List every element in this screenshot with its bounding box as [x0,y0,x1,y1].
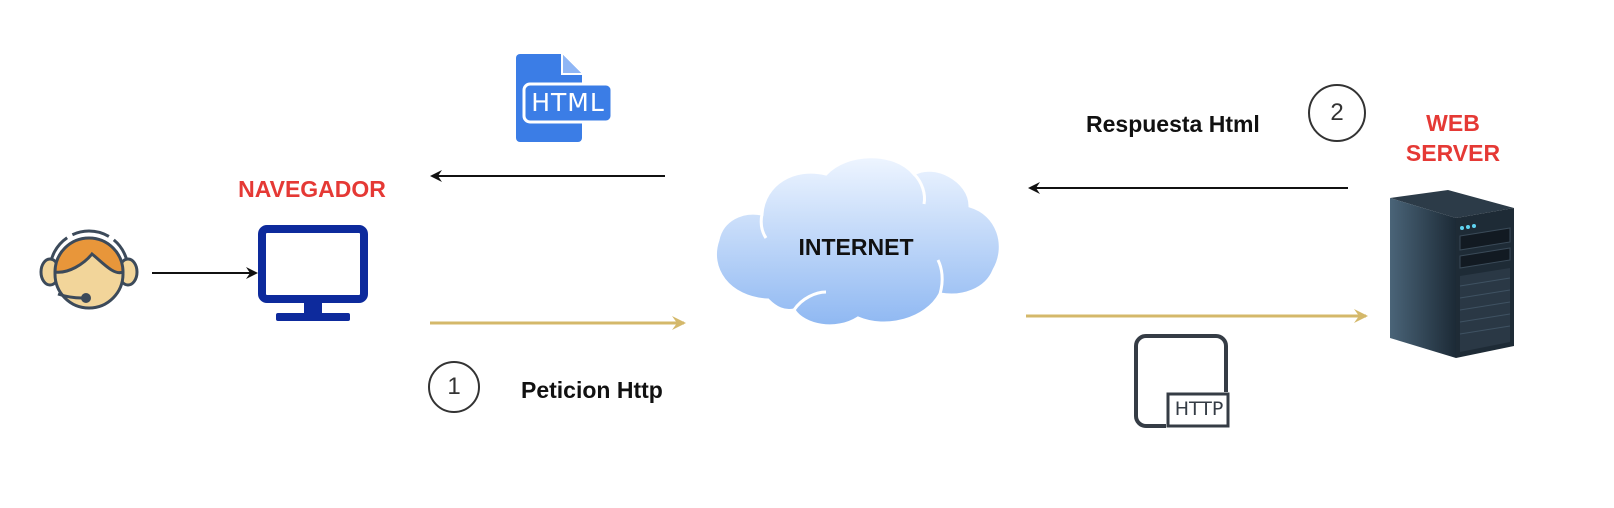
internet-node: INTERNET [708,148,1004,330]
server-label-line1: WEB [1426,110,1480,136]
cloud-icon [713,155,1002,328]
html-file-icon [516,54,614,142]
browser-node [258,225,368,325]
step-1-badge: 1 [428,361,480,413]
server-tower-icon [1390,190,1514,358]
internet-label: INTERNET [798,234,914,260]
step-2-label: Respuesta Html [1086,111,1260,137]
monitor-icon [258,225,368,321]
browser-label: NAVEGADOR [238,176,386,202]
http-document-icon [1134,334,1230,428]
http-document-label: HTTP [1174,398,1224,420]
server-label-line2: SERVER [1405,140,1501,166]
html-document: HTML [512,50,616,142]
http-document: HTTP [1130,330,1234,432]
step-1-label: Peticion Http [521,377,663,403]
support-agent-icon [39,229,139,310]
html-document-label: HTML [531,88,605,117]
user-node [36,220,142,316]
server-label: WEB SERVER [1388,108,1518,168]
step-2-badge: 2 [1308,84,1366,142]
server-node [1386,186,1518,362]
